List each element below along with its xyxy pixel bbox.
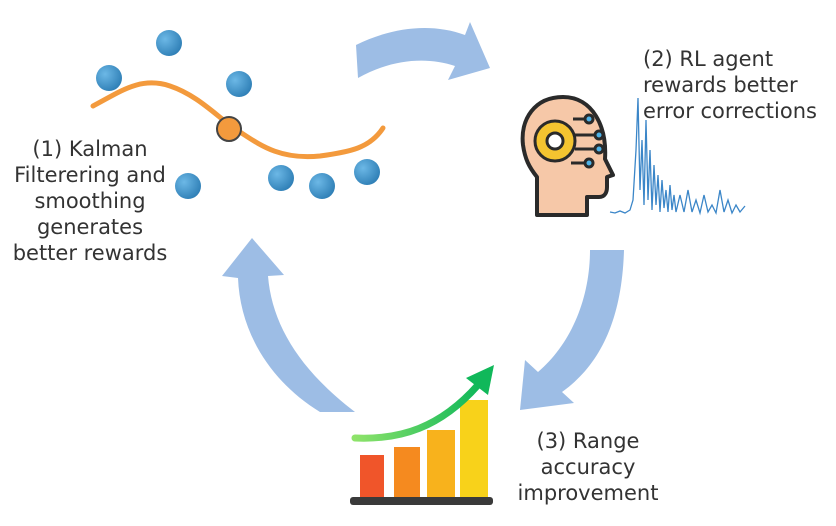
measurement-dot bbox=[226, 71, 252, 97]
step-3-label: (3) Range accuracy improvement bbox=[488, 428, 688, 506]
measurement-dot bbox=[96, 65, 122, 91]
step-2-line: (2) RL agent bbox=[643, 47, 774, 71]
step-1-label: (1) Kalman Filterering and smoothing gen… bbox=[0, 136, 180, 266]
measurement-dots-icon bbox=[96, 30, 380, 199]
step-1-line: (1) Kalman bbox=[32, 137, 148, 161]
step-2-line: rewards better bbox=[643, 73, 798, 97]
cycle-arrows bbox=[222, 22, 624, 412]
measurement-dot bbox=[354, 159, 380, 185]
step-3-line: improvement bbox=[517, 481, 659, 505]
step-3-line: (3) Range accuracy bbox=[536, 429, 640, 479]
reward-signal bbox=[609, 97, 746, 216]
step-1-line: better rewards bbox=[12, 241, 168, 265]
step-1-line: Filterering and bbox=[14, 163, 166, 187]
arrow-right-down bbox=[520, 250, 624, 410]
step-2-label: (2) RL agent rewards better error correc… bbox=[643, 46, 817, 124]
measurement-dot bbox=[309, 173, 335, 199]
kalman-illustration bbox=[90, 30, 386, 199]
ai-brain-head-icon bbox=[520, 95, 615, 217]
step-1-line: generates bbox=[36, 215, 144, 239]
growth-chart-icon bbox=[350, 365, 494, 505]
step-2-line: error corrections bbox=[643, 99, 817, 123]
estimate-point bbox=[216, 116, 242, 142]
arrow-left-up bbox=[222, 238, 355, 412]
step-1-line: smoothing bbox=[34, 189, 146, 213]
measurement-dot bbox=[156, 30, 182, 56]
arrow-top-right bbox=[356, 22, 490, 80]
measurement-dot bbox=[268, 165, 294, 191]
measurement-dot bbox=[175, 173, 201, 199]
